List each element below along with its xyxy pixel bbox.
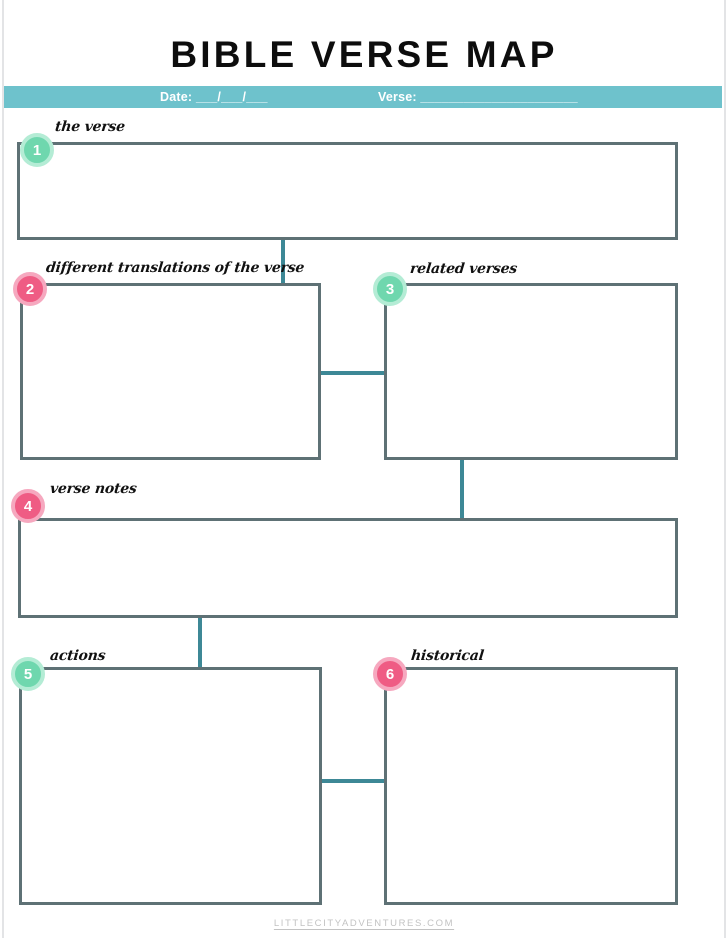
section-4-label: verse notes xyxy=(49,481,138,497)
section-1-box[interactable] xyxy=(17,142,678,240)
section-1-badge: 1 xyxy=(20,133,54,167)
section-3-label: related verses xyxy=(409,261,518,277)
section-6-box[interactable] xyxy=(384,667,678,905)
connector-3-to-4 xyxy=(460,459,464,519)
section-6-badge: 6 xyxy=(373,657,407,691)
section-5-badge: 5 xyxy=(11,657,45,691)
date-field[interactable]: Date: ___/___/___ xyxy=(160,90,268,104)
connector-1-to-2 xyxy=(281,239,285,284)
verse-field[interactable]: Verse: ______________________ xyxy=(378,90,578,104)
section-3-badge: 3 xyxy=(373,272,407,306)
meta-band: Date: ___/___/___ Verse: _______________… xyxy=(4,86,722,108)
section-2-label: different translations of the verse xyxy=(45,260,305,276)
section-4-badge: 4 xyxy=(11,489,45,523)
section-3-box[interactable] xyxy=(384,283,678,460)
section-2-badge: 2 xyxy=(13,272,47,306)
page-edge-left xyxy=(2,0,4,938)
connector-5-to-6 xyxy=(320,779,386,783)
verse-label: Verse: xyxy=(378,90,417,104)
section-5-box[interactable] xyxy=(19,667,322,905)
date-label: Date: xyxy=(160,90,193,104)
date-blank: ___/___/___ xyxy=(195,90,268,104)
connector-4-to-5 xyxy=(198,617,202,667)
section-5-label: actions xyxy=(49,648,107,664)
section-2-box[interactable] xyxy=(20,283,321,460)
page-edge-right xyxy=(724,0,726,938)
section-6-label: historical xyxy=(410,648,485,664)
page-title: BIBLE VERSE MAP xyxy=(170,34,558,75)
verse-blank: ______________________ xyxy=(420,90,578,104)
section-4-box[interactable] xyxy=(18,518,678,618)
footer-watermark[interactable]: LITTLECITYADVENTURES.COM xyxy=(273,918,455,929)
connector-2-to-3 xyxy=(320,371,386,375)
section-1-label: the verse xyxy=(54,119,126,135)
